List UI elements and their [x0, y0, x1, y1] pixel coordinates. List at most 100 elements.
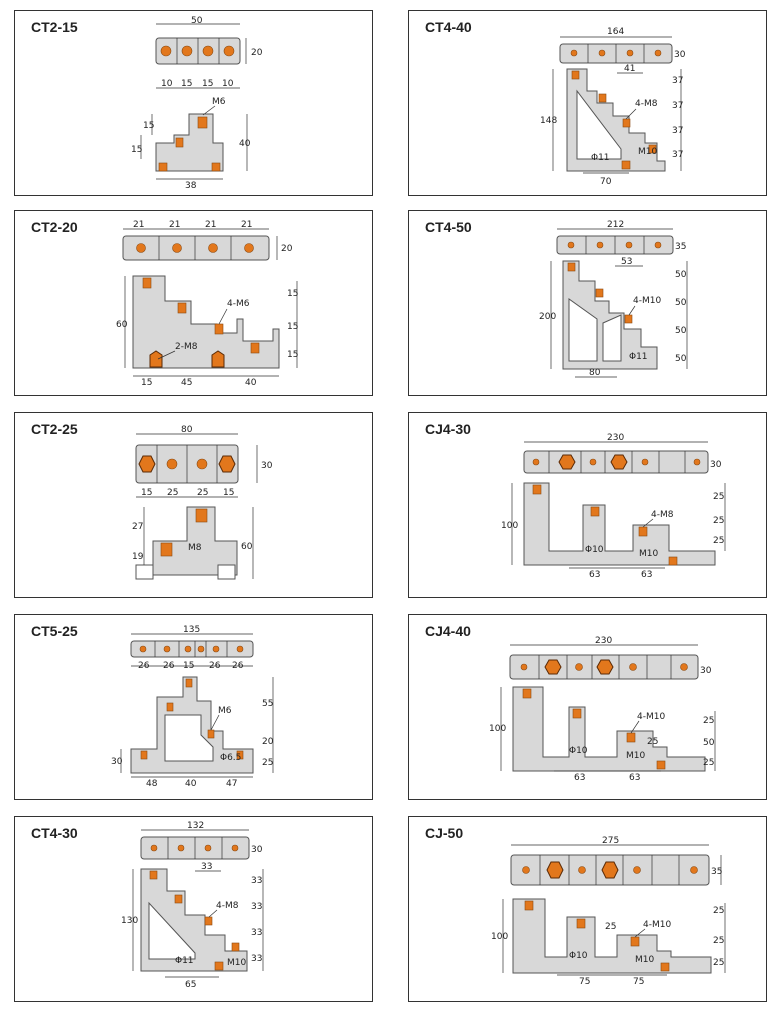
bolt: [524, 900, 534, 911]
panel-title: CJ4-40: [425, 623, 471, 639]
thread-label: 4-M8: [635, 99, 658, 109]
dim-b3: 47: [226, 779, 237, 789]
dim-d2: 21: [169, 220, 180, 230]
dim-b1: 75: [579, 977, 590, 987]
bolt: [214, 961, 224, 971]
thread-label: 4-M10: [637, 712, 665, 722]
hole: [589, 458, 597, 466]
hole: [204, 844, 212, 852]
hole: [197, 645, 205, 653]
drawing-cj4-40: 230 30 4-M10 Φ10 M10 100 25 25 50 25 63 …: [489, 636, 716, 783]
hole: [690, 866, 698, 874]
dim-d2: 25: [167, 488, 178, 498]
triangle-cutout: [576, 89, 622, 160]
drawing-cj-50: 275 35 4-M10 25 Φ10 M10 100 25 25 25 75 …: [491, 836, 726, 987]
dim-d2: 15: [181, 79, 192, 89]
dim-h3: 50: [675, 326, 687, 336]
dim-b2: 63: [629, 773, 640, 783]
hex-nut: [596, 659, 614, 675]
dim-vr: 60: [241, 542, 253, 552]
bolt: [197, 116, 208, 129]
panel-ct4-30: CT4-30 132 30 33 4-M8 130 33 33 33 33 Φ1…: [14, 816, 373, 1002]
dim-d5: 26: [232, 661, 244, 671]
dim-b3: 40: [245, 378, 257, 388]
bolt: [211, 162, 221, 172]
dim-pitch: 41: [624, 64, 635, 74]
bolt: [158, 162, 168, 172]
thread-label: M8: [188, 543, 202, 553]
m10-label: M10: [638, 147, 657, 157]
thread2-label: 2-M8: [175, 342, 198, 352]
bolt: [522, 688, 532, 699]
dim-h2: 37: [672, 101, 683, 111]
dim-h4: 37: [672, 150, 683, 160]
dim-h2: 50: [675, 298, 687, 308]
hole: [172, 243, 182, 253]
dim-h3: 15: [287, 350, 298, 360]
dim-b1: 48: [146, 779, 158, 789]
panel-ct2-15: CT2-15 50 20 10 15 15 10 M6 15 15 40 38: [14, 10, 373, 196]
hole: [629, 663, 637, 671]
side-profile: [152, 506, 238, 576]
dim-width: 80: [181, 425, 193, 435]
dim-h2: 50: [703, 738, 715, 748]
hole: [654, 49, 662, 57]
dim-b2: 63: [641, 570, 652, 580]
hole: [231, 844, 239, 852]
dim-h4: 33: [251, 954, 262, 964]
drawing-ct2-25: 80 30 15 25 25 15 M8 27 19 60: [132, 425, 273, 580]
dim-h2: 15: [287, 322, 298, 332]
drawing-cj4-30: 230 30 4-M8 Φ10 M10 100 25 25 25 63 63: [501, 433, 726, 580]
side-profile: [512, 898, 712, 974]
panel-title: CT5-25: [31, 623, 78, 639]
bolt: [576, 918, 586, 929]
dim-b2: 40: [185, 779, 197, 789]
hole: [202, 45, 214, 57]
dim-d2: 26: [163, 661, 175, 671]
bolt: [648, 144, 657, 154]
hole: [236, 645, 244, 653]
cutout-left: [568, 298, 598, 362]
panel-title: CT2-20: [31, 219, 78, 235]
bolt: [571, 70, 580, 80]
dim-h1: 15: [287, 289, 298, 299]
hole: [641, 458, 649, 466]
side-profile: [523, 482, 716, 566]
drawing-ct4-30: 132 30 33 4-M8 130 33 33 33 33 Φ11 M10 6…: [121, 821, 264, 990]
hole: [163, 645, 171, 653]
hole: [567, 241, 575, 249]
dim-width: 132: [187, 821, 204, 831]
dim-height: 30: [710, 460, 722, 470]
dim-d1: 21: [133, 220, 144, 230]
hole: [244, 243, 254, 253]
bolt: [214, 323, 224, 335]
thread-label: 4-M6: [227, 299, 250, 309]
dim-b2: 75: [633, 977, 644, 987]
dim-h1: 25: [713, 492, 724, 502]
dim-b1: 15: [141, 378, 152, 388]
clamp-foot: [135, 564, 154, 580]
hex-nut: [558, 454, 576, 470]
dim-h1: 37: [672, 76, 683, 86]
panel-cj-50: CJ-50 275 35 4-M10 25 Φ10 M10 100 25 25 …: [408, 816, 767, 1002]
top-bar: [122, 235, 270, 261]
dim-d4: 15: [223, 488, 234, 498]
dim-vl: 148: [540, 116, 557, 126]
dim-d4: 21: [241, 220, 252, 230]
panel-ct5-25: CT5-25 135 26 26 15 26 26 M6 55 20 25 30…: [14, 614, 373, 800]
thread-label: 4-M8: [651, 510, 674, 520]
panel-title: CT4-40: [425, 19, 472, 35]
m10-label: M10: [639, 549, 658, 559]
m10-label: M10: [635, 955, 654, 965]
bolt: [668, 556, 678, 566]
dim-d1: 26: [138, 661, 150, 671]
bolt: [626, 732, 636, 743]
drawing-ct2-15: 50 20 10 15 15 10 M6 15 15 40 38: [131, 16, 263, 191]
hole: [160, 45, 172, 57]
hole: [680, 663, 688, 671]
drawing-ct5-25: 135 26 26 15 26 26 M6 55 20 25 30 Φ6.5 4…: [111, 625, 274, 789]
panel-ct2-25: CT2-25 80 30 15 25 25 15 M8 27 19 60: [14, 412, 373, 598]
dim-height: 30: [700, 666, 712, 676]
hole: [596, 241, 604, 249]
hole: [522, 866, 530, 874]
